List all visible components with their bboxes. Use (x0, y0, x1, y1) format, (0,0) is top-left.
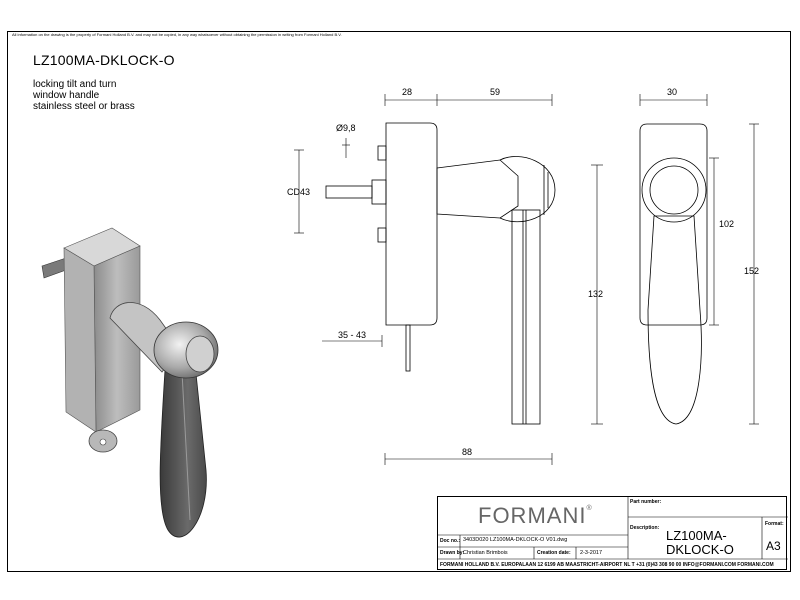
drawing-frame (7, 31, 791, 572)
formani-logo: FORMANI® (478, 503, 593, 528)
format-label: Format: (765, 521, 784, 527)
dim-cd43: CD43 (287, 187, 311, 197)
dim-88: 88 (462, 447, 473, 457)
format-value: A3 (766, 539, 781, 553)
dim-132: 132 (588, 289, 604, 299)
title-block: FORMANI® Part number: Description: LZ100… (437, 496, 788, 570)
description-line: window handle (33, 90, 100, 101)
front-lever (647, 215, 702, 425)
side-spindle (325, 185, 373, 199)
side-base-plate (385, 122, 438, 326)
doc-no-label: Doc no.: (440, 538, 460, 544)
company-footer: FORMANI HOLLAND B.V. EUROPALAAN 12 6199 … (440, 562, 774, 568)
drawing-title: LZ100MA-DKLOCK-O (33, 52, 175, 68)
dimension-lines (294, 94, 759, 465)
creation-date-label: Creation date: (537, 550, 571, 556)
lever (159, 363, 207, 538)
spindle (41, 257, 67, 279)
doc-no-value: 3403D020 LZ100MA-DKLOCK-O V01.dwg (463, 537, 568, 543)
part-number-label: Part number: (630, 499, 662, 505)
dim-30: 30 (667, 87, 678, 97)
description-value: LZ100MA-DKLOCK-O (666, 528, 734, 557)
dim-35-43: 35 - 43 (338, 330, 367, 340)
dim-diameter: Ø9,8 (336, 123, 356, 133)
dim-102: 102 (719, 219, 735, 229)
dim-59: 59 (490, 87, 501, 97)
drawn-by-value: Christian Brimbois (463, 550, 508, 556)
side-view (325, 122, 556, 425)
front-rose-inner (649, 165, 699, 215)
base-side (63, 247, 97, 433)
drawn-by-label: Drawn by: (440, 550, 465, 556)
description-line: stainless steel or brass (33, 101, 135, 112)
locking-pin (405, 324, 411, 372)
front-view (639, 123, 708, 425)
side-neck (436, 159, 519, 219)
dim-28: 28 (402, 87, 413, 97)
dim-152: 152 (744, 266, 760, 276)
isometric-handle-render (41, 227, 219, 538)
front-rose-outer (641, 157, 707, 223)
description-line: locking tilt and turn (33, 79, 117, 90)
front-base-plate (639, 123, 708, 326)
description-label: Description: (630, 525, 660, 531)
disclaimer-text: All information on the drawing is the pr… (12, 32, 342, 37)
product-description: locking tilt and turn window handle stai… (33, 79, 135, 112)
creation-date-value: 2-3-2017 (580, 550, 603, 556)
